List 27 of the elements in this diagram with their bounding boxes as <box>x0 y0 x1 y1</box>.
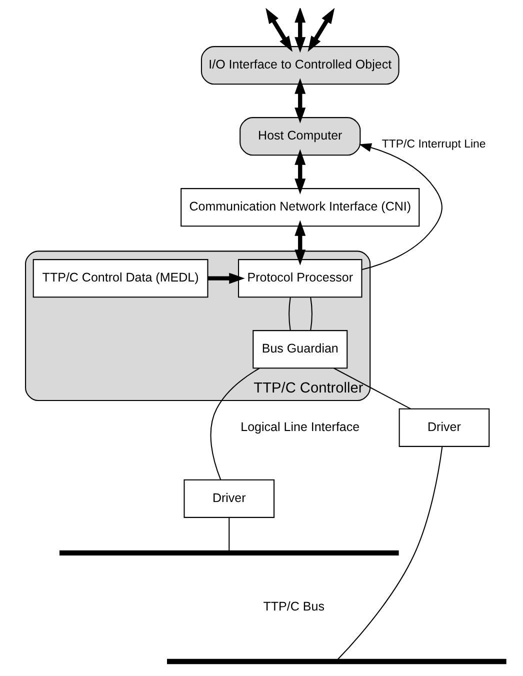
node-box: Bus Guardian <box>252 330 348 369</box>
connector <box>338 446 443 660</box>
arrow <box>208 272 245 284</box>
label: Logical Line Interface <box>240 420 360 434</box>
node-box: I/O Interface to Controlled Object <box>200 46 400 85</box>
connector <box>228 518 230 551</box>
node-box: Communication Network Interface (CNI) <box>180 188 420 227</box>
node-box: Protocol Processor <box>238 259 362 298</box>
connector <box>210 368 260 480</box>
node-box: Driver <box>398 408 490 447</box>
connector <box>334 368 411 410</box>
arrow <box>294 8 306 53</box>
arrow <box>266 8 293 52</box>
node-bar <box>59 550 399 556</box>
connector <box>288 297 291 330</box>
arrow <box>358 143 442 270</box>
node-box: TTP/C Control Data (MEDL) <box>32 259 208 298</box>
node-box: Host Computer <box>240 117 361 156</box>
arrow <box>294 149 306 194</box>
node-box: Driver <box>184 479 275 518</box>
arrow <box>294 220 306 266</box>
arrow <box>294 78 306 124</box>
edge-label: TTP/C Interrupt Line <box>382 138 486 151</box>
label: TTP/C Bus <box>263 599 324 614</box>
arrow <box>308 8 335 52</box>
connector <box>310 297 312 330</box>
node-bar <box>167 658 506 664</box>
